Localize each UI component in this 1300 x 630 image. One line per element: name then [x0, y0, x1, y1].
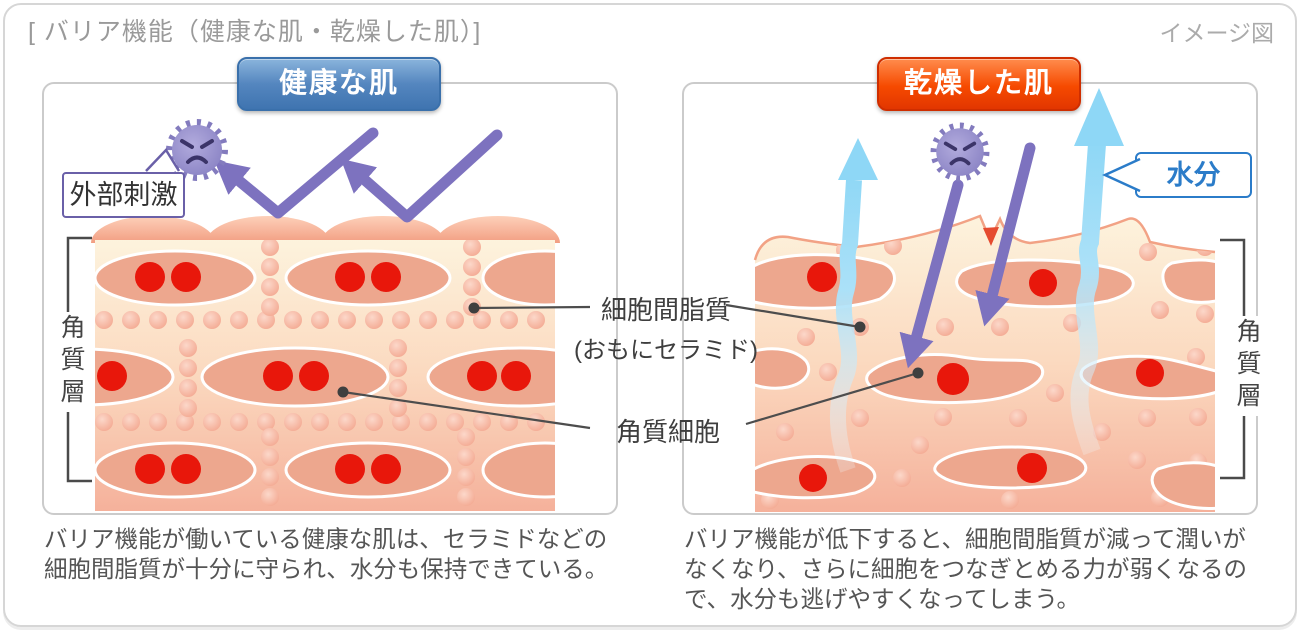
corneocyte-label: 角質細胞 [615, 417, 720, 447]
cell-nuclei-right [799, 262, 1164, 492]
dry-skin-block [753, 214, 1216, 512]
lipid-label-line2: (おもにセラミド) [574, 337, 758, 364]
leader-dots [337, 302, 924, 398]
lipid-label-line1: 細胞間脂質 [600, 295, 731, 325]
external-stimulus-bubble: 外部刺激 [62, 172, 185, 218]
intercellular-lipid-label: 細胞間脂質 (おもにセラミド) [566, 290, 766, 365]
caption-line: で、水分も逃げやすくなってしまう。 [684, 586, 1080, 612]
dry-skin-caption: バリア機能が低下すると、細胞間脂質が減って潤いが なくなり、さらに細胞をつなぎと… [684, 524, 1292, 614]
moisture-bubble-tail [1101, 157, 1141, 193]
diagram-title: [ バリア機能（健康な肌・乾燥した肌）] [28, 18, 482, 46]
moisture-bubble: 水分 [1135, 152, 1252, 198]
stratum-corneum-label-left: 角質層 [52, 312, 90, 412]
stimulus-bubble-tail [145, 147, 181, 172]
bounce-arrow-icons [214, 127, 503, 223]
water-arrow-icon-left [830, 138, 878, 473]
caption-line: バリア機能が低下すると、細胞間脂質が減って潤いが [684, 526, 1246, 552]
image-note: イメージ図 [1159, 20, 1274, 46]
stratum-corneum-label-right: 角質層 [1228, 316, 1266, 416]
caption-line: 細胞間脂質が十分に守られ、水分も保持できている。 [44, 556, 609, 582]
caption-line: なくなり、さらに細胞をつなぎとめる力が弱くなるの [684, 556, 1248, 582]
dry-skin-badge: 乾燥した肌 [877, 57, 1081, 111]
cell-nuclei-left [97, 262, 531, 484]
caption-line: バリア機能が働いている健康な肌は、セラミドなどの [44, 526, 608, 552]
healthy-skin-caption: バリア機能が働いている健康な肌は、セラミドなどの 細胞間脂質が十分に守られ、水分… [44, 524, 652, 584]
germ-icon-left [172, 125, 222, 175]
outer-frame [3, 3, 1297, 627]
healthy-skin-block [91, 216, 560, 511]
healthy-skin-badge: 健康な肌 [237, 57, 441, 111]
corneocytes-left [95, 249, 555, 499]
water-arrow-icon-right [1070, 88, 1124, 456]
leader-lines [342, 303, 919, 430]
penetrating-arrow-icons [899, 142, 1036, 369]
germ-icon-right [936, 128, 984, 176]
skin-surface-bumps [91, 216, 560, 243]
skin-crack [983, 227, 999, 246]
